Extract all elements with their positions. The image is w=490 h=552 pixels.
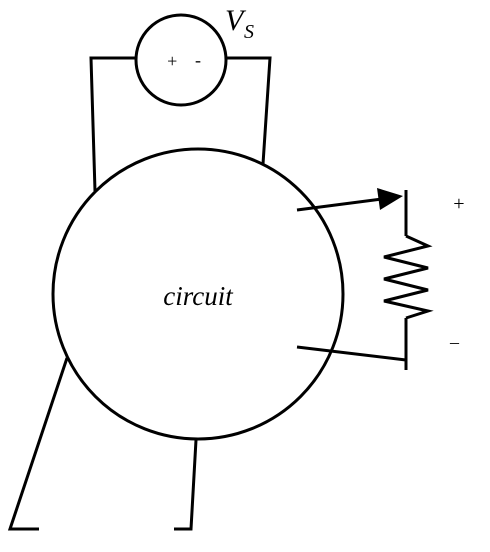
circuit-block (51, 147, 345, 441)
source-right-wire (227, 56, 272, 165)
current-arrow-icon (377, 188, 403, 210)
circuit-label: circuit (163, 281, 234, 311)
bottom-left-lead (7, 357, 69, 531)
output-top-wire (296, 197, 383, 212)
resistor (383, 234, 434, 320)
output-bottom-wire (296, 345, 407, 362)
voltage-source (134, 13, 228, 107)
bottom-right-lead (174, 439, 198, 531)
source-label: V (225, 4, 247, 37)
source-label-subscript: S (244, 21, 254, 43)
source-plus-sign: + (166, 51, 178, 71)
load-plus-sign: + (452, 193, 466, 215)
source-left-wire (89, 56, 136, 192)
load-minus-sign: – (449, 332, 460, 352)
source-minus-sign: - (195, 50, 201, 70)
